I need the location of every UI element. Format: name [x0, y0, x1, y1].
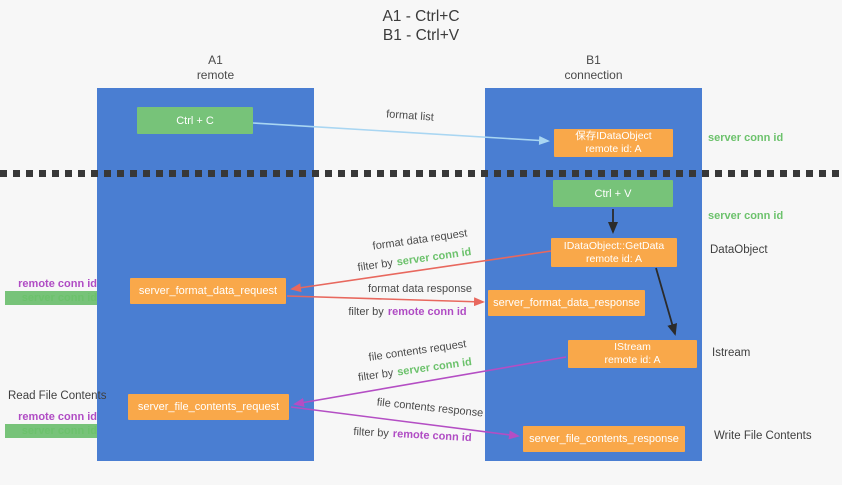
- title-line-1: A1 - Ctrl+C: [382, 8, 460, 25]
- lane-a1-name: A1: [208, 53, 223, 67]
- save-idataobject-label: 保存IDataObject: [575, 130, 652, 142]
- getdata-label: IDataObject::GetData: [563, 239, 665, 252]
- dataobject-annotation: DataObject: [710, 244, 768, 256]
- format-data-request-arrow: [290, 250, 552, 293]
- dotted-divider: [0, 170, 842, 177]
- getdata-remote-id: remote id: A: [585, 252, 643, 265]
- ctrl-c-box: Ctrl + C: [137, 107, 253, 134]
- file-contents-request-arrow: [293, 356, 567, 407]
- server-file-contents-response-box: server_file_contents_response: [523, 426, 685, 452]
- read-file-contents-annotation: Read File Contents: [8, 390, 107, 402]
- conn-id-block-format: remote conn id server conn id: [5, 277, 97, 305]
- server-conn-id-annotation: server conn id: [5, 291, 97, 305]
- istream-annotation: Istream: [712, 347, 751, 359]
- lane-header-b1: B1 connection: [485, 53, 702, 83]
- remote-conn-id-annotation: remote conn id: [18, 411, 97, 423]
- lane-b1-sub: connection: [564, 68, 623, 82]
- filter-by-text: filter by: [353, 425, 390, 440]
- lane-header-a1: A1 remote: [107, 53, 324, 83]
- server-file-contents-response-label: server_file_contents_response: [529, 433, 679, 445]
- istream-remote-id: remote id: A: [604, 354, 661, 366]
- format-list-arrow: [252, 122, 550, 145]
- filter-by-text: filter by: [348, 306, 384, 318]
- getdata-to-istream-arrow: [655, 267, 678, 336]
- save-idataobject-box: 保存IDataObject remote id: A: [554, 129, 673, 157]
- remote-conn-id-annotation: remote conn id: [18, 278, 97, 290]
- server-format-data-response-box: server_format_data_response: [488, 290, 645, 316]
- remote-conn-id-text: remote conn id: [387, 306, 467, 318]
- istream-box: IStream remote id: A: [568, 340, 697, 368]
- diagram-title: A1 - Ctrl+C B1 - Ctrl+V: [0, 7, 842, 45]
- ctrl-v-label: Ctrl + V: [594, 187, 632, 200]
- server-format-data-request-label: server_format_data_request: [138, 285, 278, 297]
- server-format-data-request-box: server_format_data_request: [130, 278, 286, 304]
- server-conn-id-annotation-mid: server conn id: [708, 210, 784, 222]
- format-data-response-arrow: [286, 295, 485, 307]
- server-conn-id-annotation-top: server conn id: [708, 132, 784, 144]
- istream-label: IStream: [614, 341, 651, 353]
- server-format-data-response-label: server_format_data_response: [493, 297, 640, 309]
- lane-b1-name: B1: [586, 53, 601, 67]
- lane-a1-sub: remote: [196, 68, 235, 82]
- title-line-2: B1 - Ctrl+V: [382, 27, 460, 44]
- ctrl-v-box: Ctrl + V: [553, 180, 673, 207]
- server-file-contents-request-box: server_file_contents_request: [128, 394, 289, 420]
- save-idataobject-remote-id: remote id: A: [585, 143, 642, 155]
- server-file-contents-request-label: server_file_contents_request: [137, 401, 280, 413]
- server-conn-id-annotation: server conn id: [5, 424, 97, 438]
- format-data-response-label: format data response: [368, 283, 472, 295]
- getdata-box: IDataObject::GetData remote id: A: [551, 238, 677, 267]
- write-file-contents-annotation: Write File Contents: [714, 430, 812, 442]
- file-contents-response-arrow: [290, 406, 520, 440]
- conn-id-block-file: remote conn id server conn id: [5, 410, 97, 438]
- ctrl-c-label: Ctrl + C: [176, 114, 214, 127]
